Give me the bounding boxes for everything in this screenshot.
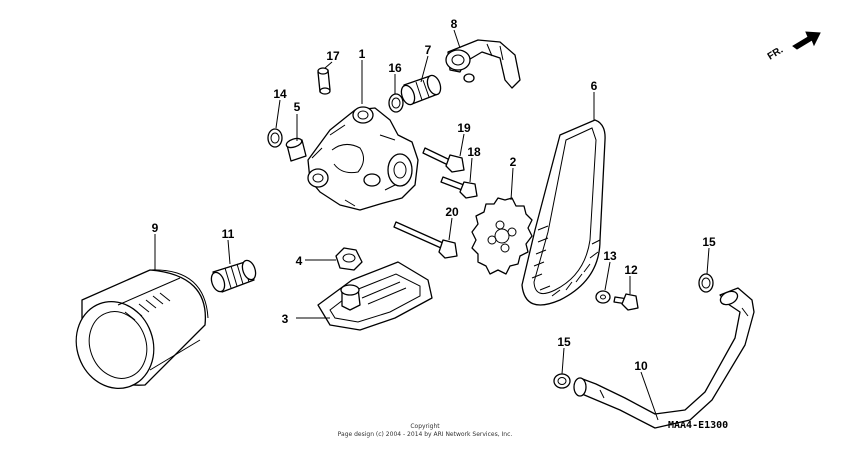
diagram-code: MAA4-E1300 xyxy=(668,420,728,431)
callout-12[interactable]: 12 xyxy=(624,263,638,277)
sprocket-part[interactable] xyxy=(471,197,533,275)
flange-bolt-part-20[interactable] xyxy=(393,221,458,259)
collar-part[interactable] xyxy=(399,74,443,107)
dowel-pin-part-5[interactable] xyxy=(285,137,307,162)
callout-7[interactable]: 7 xyxy=(425,43,432,57)
callout-8[interactable]: 8 xyxy=(451,17,458,31)
flange-bolt-part-18[interactable] xyxy=(440,176,478,199)
dowel-pin-part-17[interactable] xyxy=(317,67,331,95)
callout-16[interactable]: 16 xyxy=(388,61,402,75)
callout-13[interactable]: 13 xyxy=(603,249,617,263)
oil-strainer-part[interactable] xyxy=(317,261,433,331)
callout-3[interactable]: 3 xyxy=(282,312,289,326)
copyright-line-1: Copyright xyxy=(410,423,440,430)
grommet-part[interactable] xyxy=(335,247,363,271)
direction-label: FR. xyxy=(766,45,786,63)
callout-10[interactable]: 10 xyxy=(634,359,648,373)
callout-20[interactable]: 20 xyxy=(445,205,459,219)
callout-labels: 1 2 3 4 5 6 7 8 9 10 11 12 13 14 15 15 1… xyxy=(152,17,716,373)
front-arrow-icon xyxy=(792,31,821,50)
washer-part[interactable] xyxy=(595,290,611,304)
callout-2[interactable]: 2 xyxy=(510,155,517,169)
oil-filter-part[interactable] xyxy=(64,269,209,399)
copyright-line-2: Page design (c) 2004 - 2014 by ARI Netwo… xyxy=(338,431,513,438)
flange-bolt-part-19[interactable] xyxy=(422,147,465,173)
callout-6[interactable]: 6 xyxy=(591,79,598,93)
o-ring-part-14[interactable] xyxy=(267,128,283,148)
drive-chain-part[interactable] xyxy=(521,119,606,306)
bolt-part-12[interactable] xyxy=(613,293,639,311)
o-ring-part-15-upper[interactable] xyxy=(698,273,714,293)
oil-pump-part[interactable] xyxy=(307,106,419,211)
callout-17[interactable]: 17 xyxy=(326,49,340,63)
callout-15-lower[interactable]: 15 xyxy=(557,335,571,349)
callout-18[interactable]: 18 xyxy=(467,145,481,159)
callout-4[interactable]: 4 xyxy=(296,254,303,268)
callout-14[interactable]: 14 xyxy=(273,87,287,101)
callout-11[interactable]: 11 xyxy=(222,227,235,241)
front-direction-indicator: FR. xyxy=(766,31,821,63)
o-ring-part-16[interactable] xyxy=(388,93,404,113)
callout-19[interactable]: 19 xyxy=(457,121,471,135)
leader-lines xyxy=(154,29,710,421)
callout-9[interactable]: 9 xyxy=(152,221,159,235)
o-ring-part-15-lower[interactable] xyxy=(553,373,571,389)
oil-pipe-part-8[interactable] xyxy=(445,39,521,89)
callout-1[interactable]: 1 xyxy=(359,47,366,61)
threaded-bolt-part[interactable] xyxy=(209,259,258,294)
oil-pipe-part-10[interactable] xyxy=(573,287,755,429)
callout-5[interactable]: 5 xyxy=(294,100,301,114)
callout-15-upper[interactable]: 15 xyxy=(702,235,716,249)
